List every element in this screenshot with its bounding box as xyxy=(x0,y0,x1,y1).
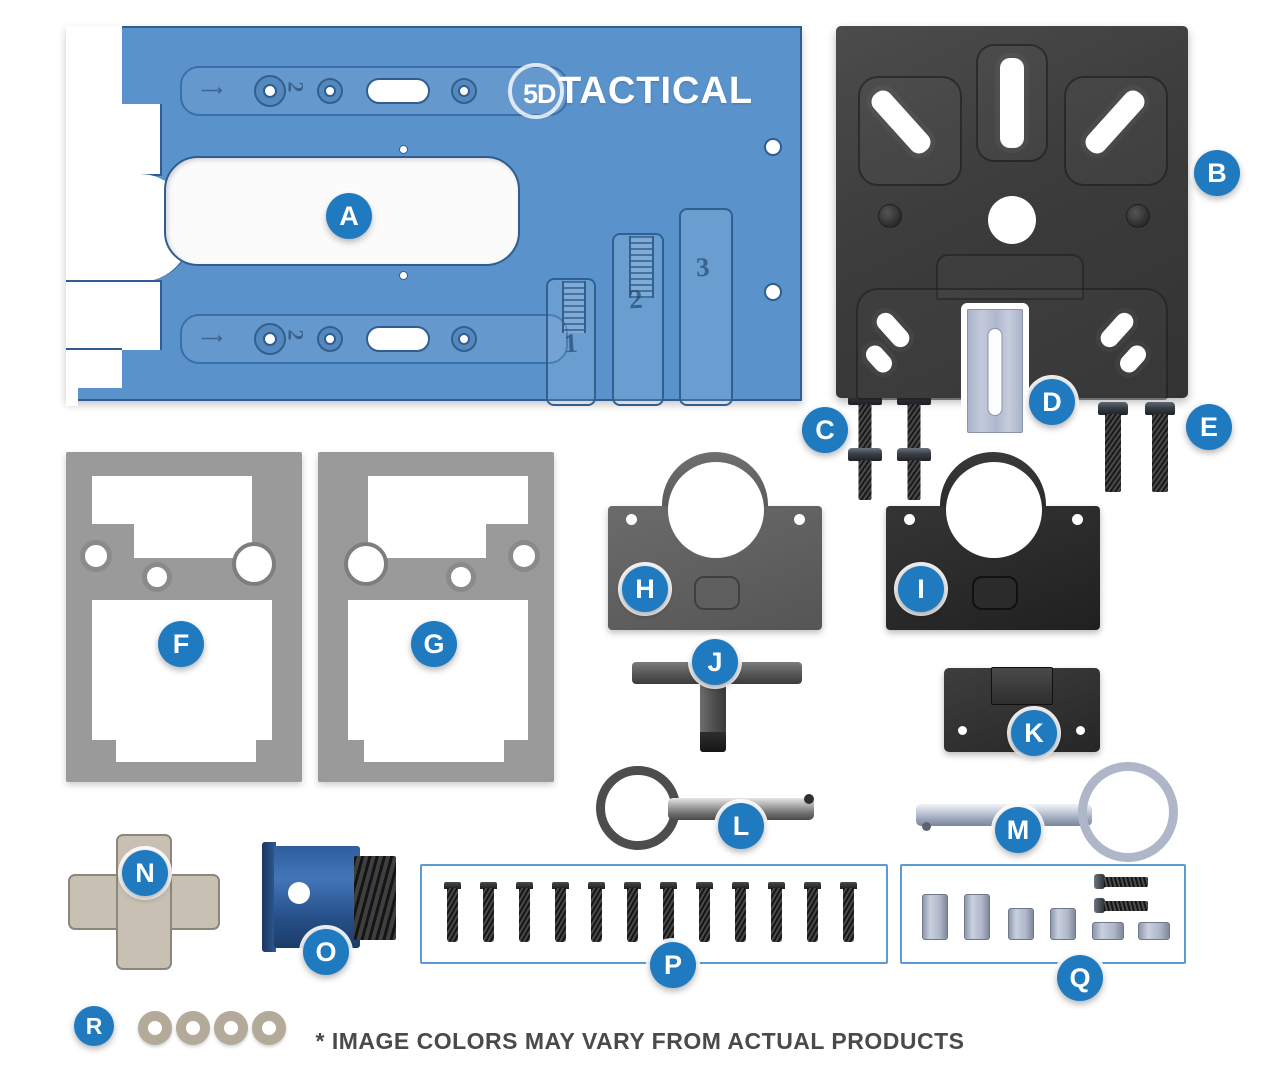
part-q-spacer xyxy=(964,894,990,940)
rail-number-top: 2 xyxy=(283,81,309,93)
bushing-hole xyxy=(288,882,310,904)
guide-block-slot xyxy=(987,328,1003,416)
callout-badge-m[interactable]: M xyxy=(995,807,1041,853)
callout-badge-c[interactable]: C xyxy=(802,407,848,453)
depth-slot-1-number: 1 xyxy=(563,327,579,359)
part-p-screw-kit-box xyxy=(420,864,888,964)
logo-mark: 5D xyxy=(523,79,557,109)
part-r-washer xyxy=(176,1011,210,1045)
callout-badge-l[interactable]: L xyxy=(718,803,764,849)
part-c-screw-4 xyxy=(897,448,931,500)
callout-badge-p[interactable]: P xyxy=(650,942,696,988)
part-c-screw-3 xyxy=(848,448,882,500)
callout-badge-k[interactable]: K xyxy=(1011,710,1057,756)
callout-badge-o[interactable]: O xyxy=(303,929,349,975)
part-m-pull-pin-long xyxy=(916,762,1184,862)
callout-badge-h[interactable]: H xyxy=(622,566,668,612)
callout-badge-a[interactable]: A xyxy=(326,193,372,239)
part-c-screw-1 xyxy=(848,392,882,450)
callout-badge-r[interactable]: R xyxy=(74,1006,114,1046)
part-q-spacer xyxy=(1138,922,1170,940)
callout-badge-i[interactable]: I xyxy=(898,566,944,612)
callout-badge-f[interactable]: F xyxy=(158,621,204,667)
depth-slot-3 xyxy=(679,208,733,406)
callout-badge-d[interactable]: D xyxy=(1029,379,1075,425)
part-e-screw-2 xyxy=(1145,402,1175,492)
callout-badge-j[interactable]: J xyxy=(692,639,738,685)
depth-slot-3-number: 3 xyxy=(695,251,711,283)
part-d-drill-guide-block xyxy=(967,309,1023,433)
part-q-spacer-kit-box xyxy=(900,864,1186,964)
part-q-spacer xyxy=(1050,908,1076,940)
part-l-pull-pin-short xyxy=(596,762,824,856)
callout-badge-e[interactable]: E xyxy=(1186,404,1232,450)
part-r-washer xyxy=(214,1011,248,1045)
part-q-spacer xyxy=(922,894,948,940)
logo-wordmark: TACTICAL xyxy=(558,69,754,112)
callout-badge-b[interactable]: B xyxy=(1194,150,1240,196)
rail-number-bottom: 2 xyxy=(283,329,309,341)
logo-ring-icon: 5D xyxy=(508,63,564,119)
part-q-spacer xyxy=(1092,922,1124,940)
part-r-washer xyxy=(252,1011,286,1045)
part-c-screw-2 xyxy=(897,392,931,450)
callout-badge-n[interactable]: N xyxy=(122,850,168,896)
part-a-blue-jig-plate: ⟶ 2 ⟶ 2 1 2 3 xyxy=(66,26,802,406)
rail-arrow-top: ⟶ xyxy=(201,82,223,99)
callout-badge-q[interactable]: Q xyxy=(1057,955,1103,1001)
block-tab xyxy=(991,667,1053,705)
rail-arrow-bottom: ⟶ xyxy=(201,330,223,347)
part-g-right-side-plate xyxy=(318,452,554,782)
part-e-screw-1 xyxy=(1098,402,1128,492)
part-r-washer xyxy=(138,1011,172,1045)
part-q-spacer xyxy=(1008,908,1034,940)
disclaimer-text: * IMAGE COLORS MAY VARY FROM ACTUAL PROD… xyxy=(315,1028,965,1054)
part-f-left-side-plate xyxy=(66,452,302,782)
depth-slot-2-number: 2 xyxy=(628,283,644,315)
callout-badge-g[interactable]: G xyxy=(411,621,457,667)
brand-logo: 5D TACTICAL xyxy=(508,63,753,119)
